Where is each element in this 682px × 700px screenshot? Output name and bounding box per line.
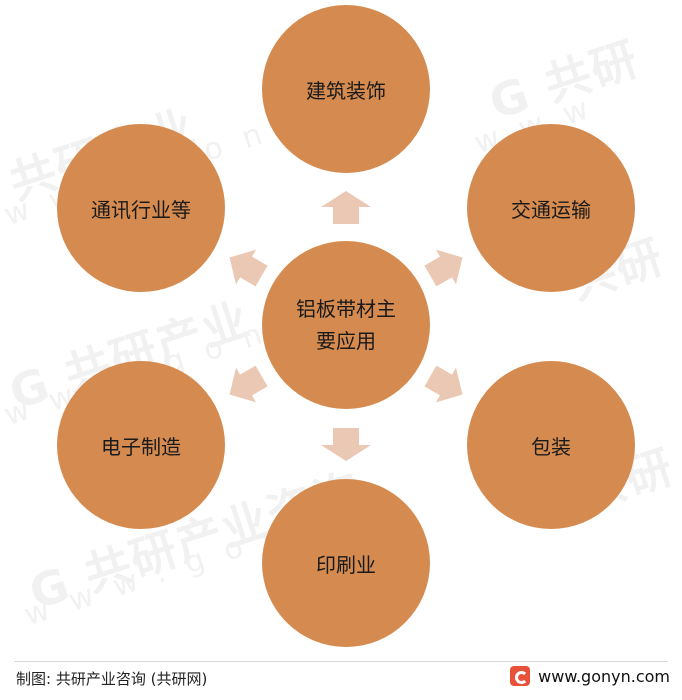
center-node: 铝板带材主 要应用 bbox=[262, 241, 430, 409]
node-top-label: 建筑装饰 bbox=[306, 78, 386, 103]
node-lower-left-label: 电子制造 bbox=[101, 434, 181, 459]
arrow-to-bottom bbox=[321, 428, 371, 461]
node-lower-right-label: 包装 bbox=[531, 434, 571, 459]
center-label-line2: 要应用 bbox=[316, 329, 376, 353]
arrows-layer bbox=[229, 191, 463, 461]
arrow-to-lower-left bbox=[229, 365, 268, 403]
arrow-to-upper-right bbox=[424, 249, 463, 287]
node-upper-right: 交通运输 bbox=[467, 124, 635, 292]
node-lower-left: 电子制造 bbox=[57, 361, 225, 529]
arrow-to-top bbox=[321, 191, 371, 224]
center-label-line1: 铝板带材主 bbox=[296, 297, 396, 321]
applications-diagram: 铝板带材主 要应用 建筑装饰 交通运输 包装 印刷业 电子制造 通讯行业等 bbox=[57, 5, 635, 647]
center-node-label: 铝板带材主 要应用 bbox=[290, 293, 402, 357]
node-upper-right-label: 交通运输 bbox=[511, 197, 591, 222]
brand: www.gonyn.com bbox=[510, 666, 670, 686]
footer-divider bbox=[14, 661, 668, 662]
node-top: 建筑装饰 bbox=[262, 5, 430, 173]
node-lower-right: 包装 bbox=[467, 361, 635, 529]
arrow-to-lower-right bbox=[424, 365, 463, 403]
node-upper-left-label: 通讯行业等 bbox=[91, 197, 191, 222]
source-caption: 制图: 共研产业咨询 (共研网) bbox=[16, 670, 208, 688]
node-upper-left: 通讯行业等 bbox=[57, 124, 225, 292]
brand-logo-icon bbox=[510, 666, 531, 686]
arrow-to-upper-left bbox=[229, 249, 268, 287]
brand-url[interactable]: www.gonyn.com bbox=[538, 666, 670, 686]
node-bottom: 印刷业 bbox=[262, 479, 430, 647]
node-bottom-label: 印刷业 bbox=[316, 552, 376, 577]
